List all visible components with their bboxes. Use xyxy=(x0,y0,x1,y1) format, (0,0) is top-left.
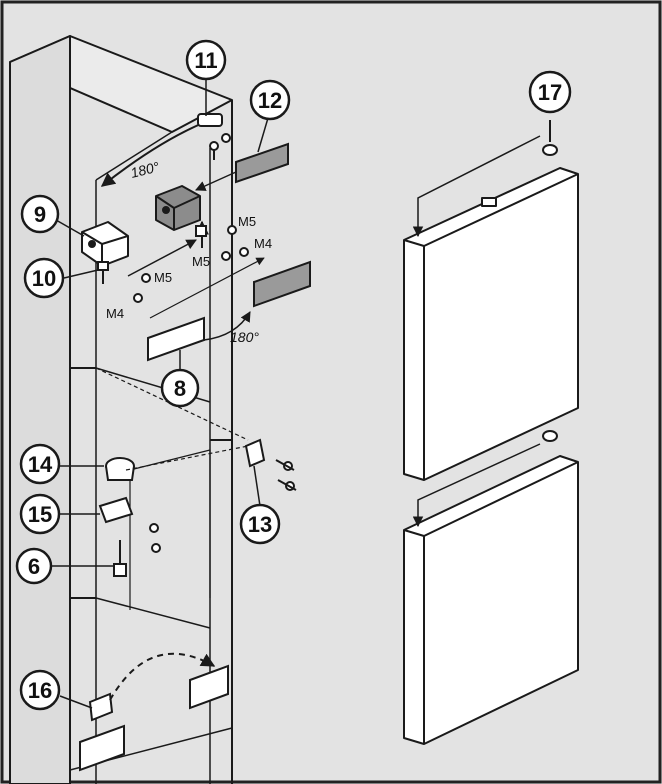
callout-16: 16 xyxy=(19,669,61,711)
cover-plate-12 xyxy=(195,142,289,191)
hinge-pin-relocated xyxy=(195,220,209,248)
callout-13: 13 xyxy=(239,503,281,545)
screws-middle xyxy=(133,225,249,303)
callout-14-label: 14 xyxy=(28,452,53,477)
callout-17-label: 17 xyxy=(538,80,562,105)
callout-13-label: 13 xyxy=(248,512,272,537)
callout-9-label: 9 xyxy=(34,202,46,227)
callout-15: 15 xyxy=(19,493,61,535)
callout-12-label: 12 xyxy=(258,88,282,113)
middle-hinge-13 xyxy=(244,438,297,491)
callout-11-label: 11 xyxy=(194,48,217,73)
callout-8: 8 xyxy=(160,368,200,408)
callout-12: 12 xyxy=(249,79,291,121)
callout-6: 6 xyxy=(15,547,53,585)
bracket-15 xyxy=(98,496,161,553)
callout-11: 11 xyxy=(185,39,227,81)
callout-10-label: 10 xyxy=(32,266,56,291)
bottom-hinge-16 xyxy=(79,664,229,772)
hinge-cap-11 xyxy=(197,113,223,127)
move-arrow-plate xyxy=(149,257,265,319)
move-arrow-hinge xyxy=(127,239,197,277)
dashed-arc-bottom xyxy=(109,652,216,701)
screw-label-m5-upper: M5 xyxy=(238,214,256,229)
screw-label-m4-left: M4 xyxy=(106,306,124,321)
callout-15-label: 15 xyxy=(28,502,52,527)
callout-9: 9 xyxy=(20,194,60,234)
hinge-pin-6 xyxy=(113,540,127,577)
callout-14: 14 xyxy=(19,443,61,485)
screw-label-m5-middle: M5 xyxy=(192,254,210,269)
callout-6-label: 6 xyxy=(28,554,40,579)
callout-leaders xyxy=(46,80,269,709)
hinge-bracket-relocated xyxy=(155,185,201,231)
hinge-bracket-9 xyxy=(81,221,129,267)
cover-plate-right xyxy=(253,260,311,308)
angle-label-bottom: 180° xyxy=(230,329,259,345)
hinge-pin-10 xyxy=(97,261,109,284)
angle-label-top: 180° xyxy=(129,158,161,181)
screw-label-m4-upper: M4 xyxy=(254,236,272,251)
callout-17: 17 xyxy=(528,70,572,114)
lower-door xyxy=(403,455,579,745)
screws-top xyxy=(209,133,231,160)
callout-10: 10 xyxy=(23,257,65,299)
screw-label-m5-left: M5 xyxy=(154,270,172,285)
rotate-arrow-bottom: 180° xyxy=(203,311,259,345)
upper-door xyxy=(403,167,579,481)
door-bearing-caps-17 xyxy=(412,120,558,528)
callout-16-label: 16 xyxy=(28,678,52,703)
callout-8-label: 8 xyxy=(174,376,186,401)
